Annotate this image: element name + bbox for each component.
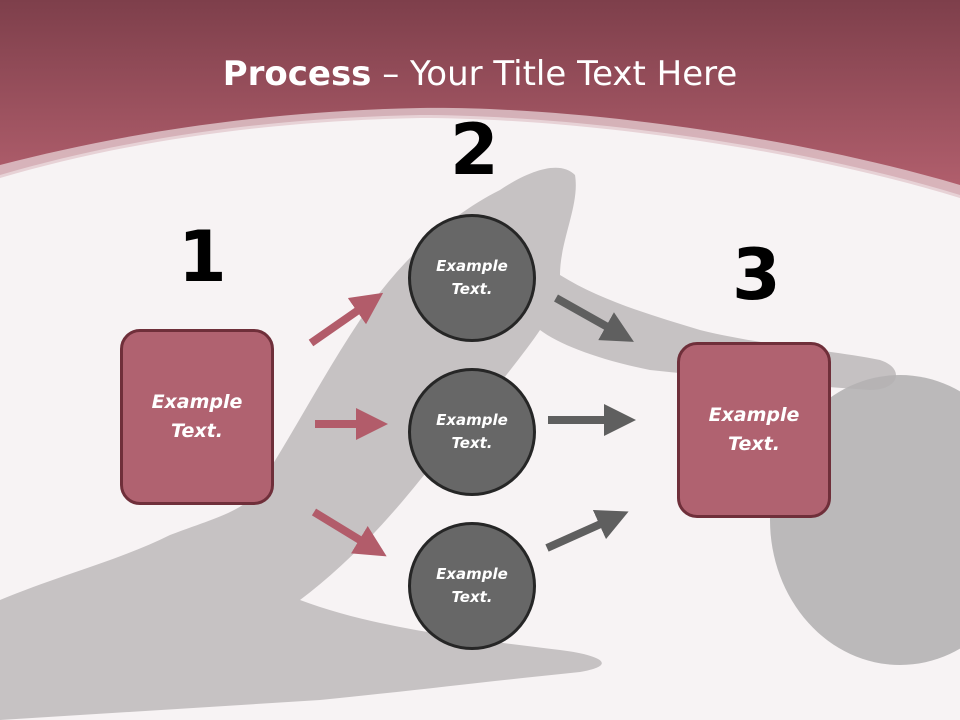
arrow-pink-up	[308, 292, 384, 347]
step-number-3: 3	[732, 234, 781, 316]
circle-top: Example Text.	[408, 214, 536, 342]
circle-middle-label: Example Text.	[436, 411, 508, 452]
title-bold: Process	[222, 54, 372, 94]
circle-middle: Example Text.	[408, 368, 536, 496]
step-number-1: 1	[178, 216, 227, 298]
arrow-gray-up	[545, 509, 629, 552]
arrow-gray-down	[554, 294, 634, 342]
left-process-box: Example Text.	[120, 329, 274, 505]
right-box-label: Example Text.	[708, 404, 800, 455]
arrow-pink-down	[311, 508, 387, 557]
right-process-box: Example Text.	[677, 342, 831, 518]
left-box-label: Example Text.	[151, 391, 243, 442]
title-rest: – Your Title Text Here	[371, 54, 738, 94]
step-number-2: 2	[450, 109, 499, 191]
circle-bottom: Example Text.	[408, 522, 536, 650]
circle-top-label: Example Text.	[436, 257, 508, 298]
slide-title: Process – Your Title Text Here	[0, 54, 960, 94]
circle-bottom-label: Example Text.	[436, 565, 508, 606]
